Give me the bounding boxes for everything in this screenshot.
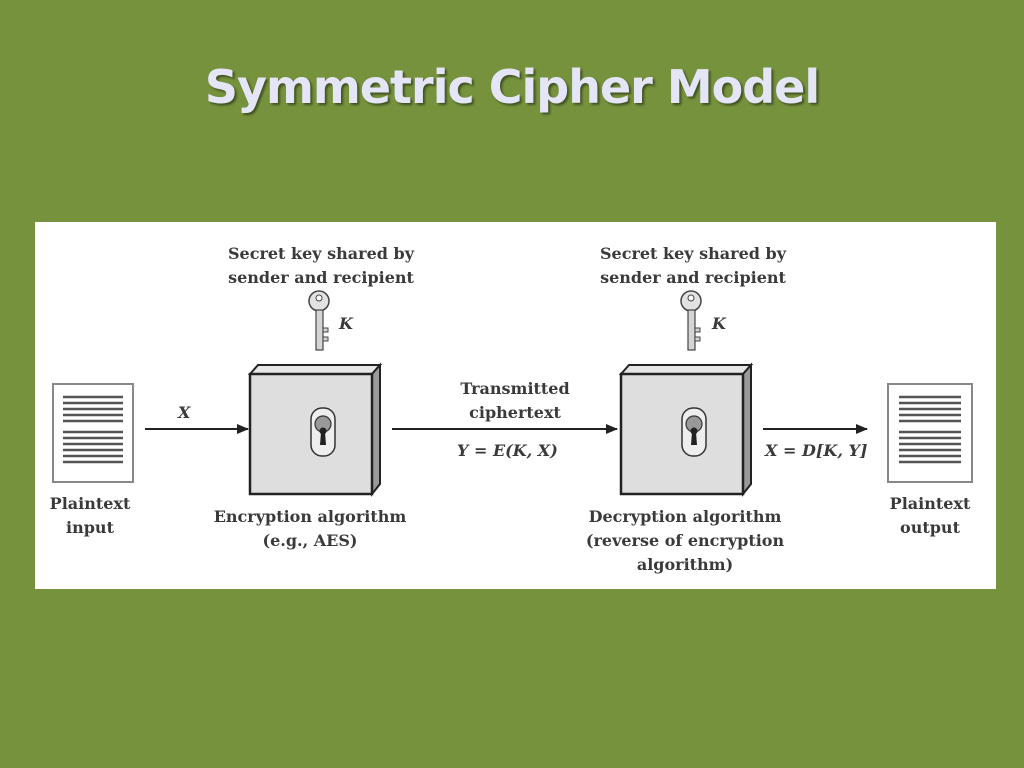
encryption-keyhole-icon: [310, 407, 336, 457]
input-symbol: X: [178, 403, 191, 422]
plaintext-input-label: Plaintext input: [49, 494, 131, 537]
plaintext-input-document-icon: [52, 383, 135, 483]
key-symbol-right: K: [712, 314, 726, 333]
slide-title: Symmetric Cipher Model: [204, 60, 820, 114]
encryption-algorithm-label: Encryption algorithm (e.g., AES): [213, 507, 407, 550]
key-symbol-left: K: [339, 314, 353, 333]
plaintext-output-document-icon: [887, 383, 973, 483]
output-formula: X = D[K, Y]: [765, 441, 868, 460]
decryption-algorithm-label: Decryption algorithm (reverse of encrypt…: [585, 507, 785, 574]
transmitted-ciphertext-label: Transmitted ciphertext: [460, 379, 570, 422]
secret-key-label-left: Secret key shared by sender and recipien…: [227, 244, 415, 287]
encryption-box: [247, 362, 383, 497]
decryption-keyhole-icon: [681, 407, 707, 457]
secret-key-left-icon: [308, 290, 330, 351]
secret-key-label-right: Secret key shared by sender and recipien…: [599, 244, 787, 287]
secret-key-right-icon: [680, 290, 702, 351]
cipher-diagram: Secret key shared by sender and recipien…: [35, 222, 996, 589]
ciphertext-formula: Y = E(K, X): [457, 441, 558, 460]
diagram-graphics: [52, 290, 973, 497]
plaintext-output-label: Plaintext output: [889, 494, 971, 537]
